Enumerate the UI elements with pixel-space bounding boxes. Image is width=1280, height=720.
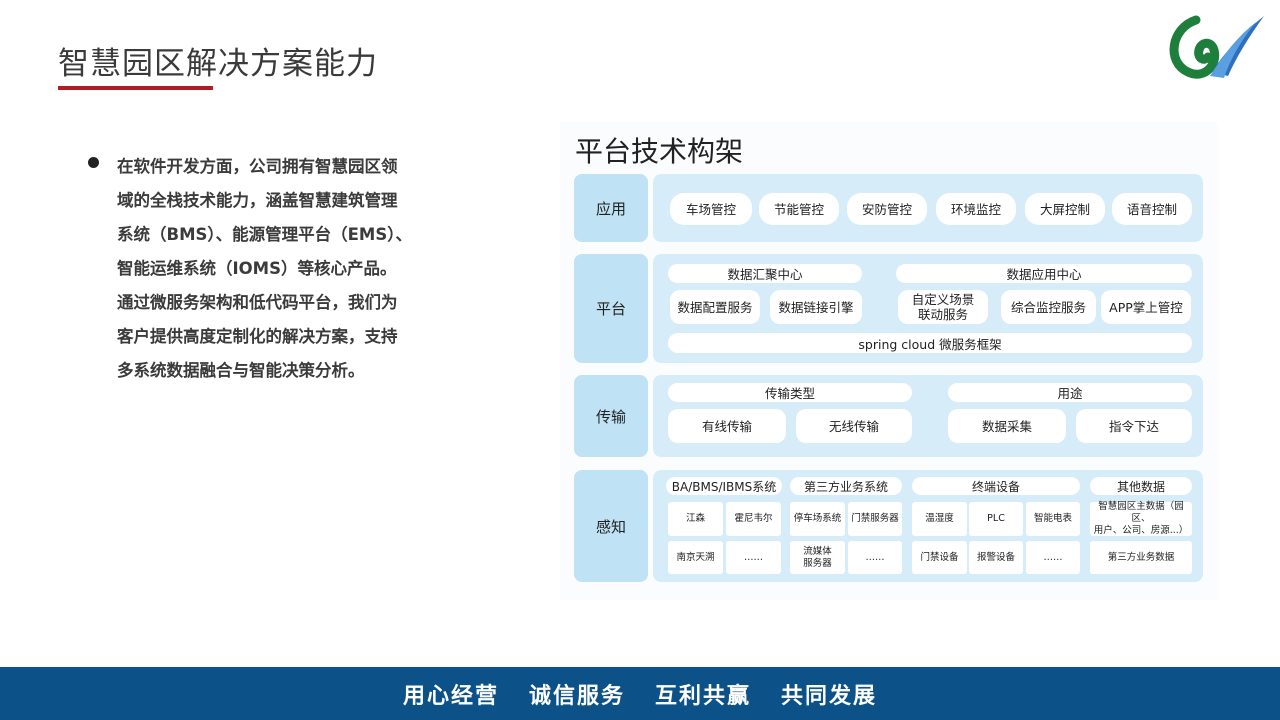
app-item: 节能管控	[759, 193, 839, 225]
app-item: 语音控制	[1112, 193, 1192, 225]
perception-cell: 温湿度	[912, 502, 967, 536]
master-data-line: 用户、公司、房源...）	[1093, 525, 1189, 536]
data-hub-header: 数据汇聚中心	[668, 264, 862, 283]
custom-scene-line: 联动服务	[917, 307, 968, 322]
layer-label-transport: 传输	[574, 375, 648, 457]
title-underline	[58, 86, 213, 90]
platform-item: 数据配置服务	[670, 290, 760, 324]
layer-label-perception: 感知	[574, 470, 648, 582]
footer-slogan: 诚信服务	[528, 682, 625, 709]
page-title: 智慧园区解决方案能力	[58, 46, 378, 82]
perception-cell: 江森	[668, 502, 723, 536]
transport-type-header: 传输类型	[668, 383, 912, 402]
intro-line: 多系统数据融合与智能决策分析。	[117, 361, 365, 380]
perception-cell: 报警设备	[969, 541, 1023, 574]
intro-line: 智能运维系统（IOMS）等核心产品。	[117, 259, 397, 278]
transport-item: 有线传输	[668, 409, 786, 443]
master-data-line: 智慧园区主数据（园区、	[1098, 501, 1184, 524]
layer-label-app: 应用	[574, 174, 648, 242]
company-logo-icon	[1169, 15, 1264, 79]
layer-label-platform: 平台	[574, 254, 648, 363]
usage-header: 用途	[948, 383, 1192, 402]
app-item: 环境监控	[936, 193, 1016, 225]
perception-cell-streaming: 流媒体 服务器	[790, 541, 845, 574]
perception-cell: 门禁设备	[912, 541, 967, 574]
intro-line: 系统（BMS）、能源管理平台（EMS）、	[117, 225, 412, 244]
perception-header: 其他数据	[1090, 477, 1192, 495]
app-item: 车场管控	[670, 193, 752, 225]
perception-cell: 霍尼韦尔	[726, 502, 781, 536]
footer-bar: 用心经营 诚信服务 互利共赢 共同发展	[0, 667, 1280, 720]
app-item: 大屏控制	[1025, 193, 1105, 225]
data-app-center-header: 数据应用中心	[896, 264, 1192, 283]
transport-item: 无线传输	[796, 409, 912, 443]
diagram-title: 平台技术构架	[575, 135, 744, 168]
transport-item: 指令下达	[1076, 409, 1192, 443]
transport-item: 数据采集	[948, 409, 1066, 443]
bullet-dot-icon	[88, 157, 99, 168]
platform-item: 数据链接引擎	[770, 290, 862, 324]
platform-item: 综合监控服务	[1001, 290, 1096, 324]
perception-cell: 南京天溯	[668, 541, 723, 574]
perception-header: BA/BMS/IBMS系统	[666, 477, 782, 495]
footer-slogan: 用心经营	[402, 682, 499, 709]
perception-header: 终端设备	[912, 477, 1080, 495]
streaming-line: 服务器	[803, 557, 832, 569]
perception-cell: 第三方业务数据	[1090, 541, 1192, 574]
perception-cell: 智能电表	[1026, 502, 1080, 536]
intro-line: 在软件开发方面，公司拥有智慧园区领	[117, 157, 398, 176]
perception-cell: 停车场系统	[790, 502, 845, 536]
footer-slogan: 互利共赢	[655, 682, 752, 709]
platform-item-custom-scene: 自定义场景 联动服务	[898, 290, 988, 324]
perception-cell: PLC	[969, 502, 1023, 536]
intro-bullet: 在软件开发方面，公司拥有智慧园区领 域的全栈技术能力，涵盖智慧建筑管理 系统（B…	[88, 150, 468, 388]
intro-line: 域的全栈技术能力，涵盖智慧建筑管理	[117, 191, 398, 210]
perception-cell-master-data: 智慧园区主数据（园区、 用户、公司、房源...）	[1090, 501, 1192, 536]
custom-scene-line: 自定义场景	[911, 292, 975, 307]
perception-cell: 门禁服务器	[848, 502, 902, 536]
footer-slogan: 共同发展	[781, 682, 878, 709]
perception-cell: ……	[726, 541, 781, 574]
framework-bar: spring cloud 微服务框架	[668, 333, 1192, 353]
streaming-line: 流媒体	[803, 545, 832, 557]
platform-item: APP掌上管控	[1101, 290, 1191, 324]
intro-line: 通过微服务架构和低代码平台，我们为	[117, 293, 398, 312]
app-item: 安防管控	[847, 193, 927, 225]
intro-paragraph: 在软件开发方面，公司拥有智慧园区领 域的全栈技术能力，涵盖智慧建筑管理 系统（B…	[117, 150, 468, 388]
perception-cell: ……	[848, 541, 902, 574]
perception-header: 第三方业务系统	[790, 477, 902, 495]
perception-cell: ……	[1026, 541, 1080, 574]
intro-line: 客户提供高度定制化的解决方案，支持	[117, 327, 398, 346]
